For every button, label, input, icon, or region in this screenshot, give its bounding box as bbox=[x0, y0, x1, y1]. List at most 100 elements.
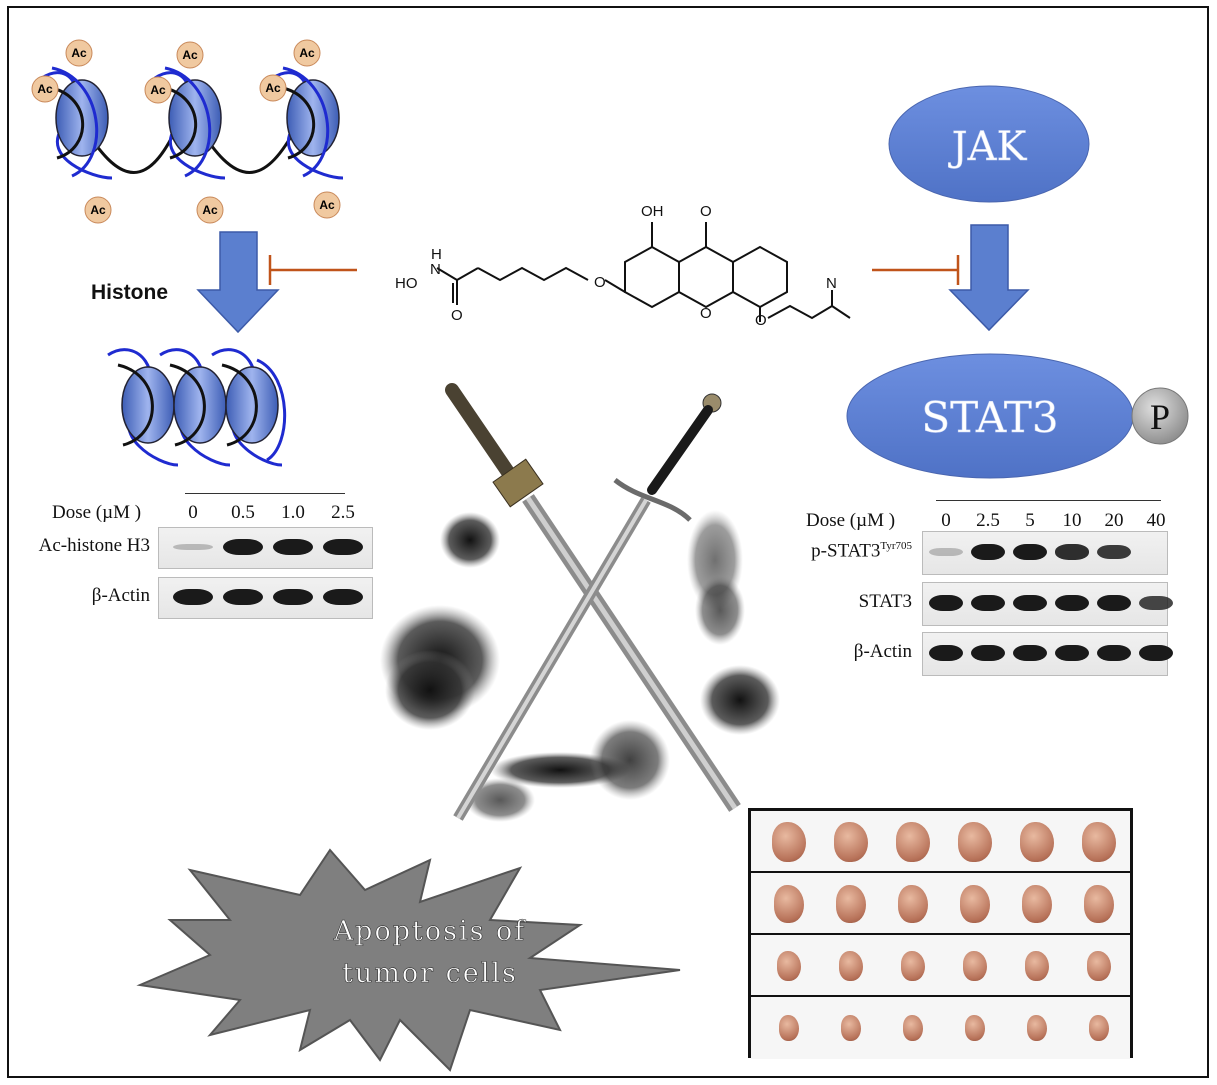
blot-band bbox=[223, 589, 263, 605]
svg-text:Ac: Ac bbox=[319, 198, 335, 212]
svg-text:N: N bbox=[430, 261, 441, 278]
blot-band bbox=[929, 645, 963, 661]
tumor-specimen bbox=[1027, 1015, 1047, 1041]
svg-text:HO: HO bbox=[395, 275, 418, 292]
dose-bracket-right bbox=[936, 500, 1161, 501]
tumor-photo-panel bbox=[748, 808, 1133, 1059]
dose-bracket-left bbox=[185, 493, 345, 494]
apoptosis-line1: Apoptosis of bbox=[333, 916, 527, 947]
jak-label: JAK bbox=[948, 124, 1028, 170]
tumor-specimen bbox=[896, 822, 930, 862]
nucleosome bbox=[154, 66, 226, 180]
dose-value: 10 bbox=[1062, 510, 1082, 531]
nucleosome bbox=[272, 66, 344, 180]
blot-row-label: p-STAT3Tyr705 bbox=[811, 540, 912, 562]
stat3-label: STAT3 bbox=[921, 393, 1058, 442]
blot-band bbox=[1013, 645, 1047, 661]
blot-band bbox=[1097, 544, 1131, 560]
blot-row-label: STAT3 bbox=[859, 591, 912, 613]
blot-band bbox=[1055, 595, 1089, 611]
svg-text:Ac: Ac bbox=[71, 46, 87, 60]
blot-row-label: β-Actin bbox=[92, 585, 150, 607]
histone-title: Histone bbox=[91, 281, 169, 304]
outer-border bbox=[7, 6, 1209, 1078]
svg-text:O: O bbox=[594, 274, 606, 291]
svg-text:Ac: Ac bbox=[150, 83, 166, 97]
svg-text:O: O bbox=[451, 307, 463, 324]
blot-band bbox=[1055, 544, 1089, 560]
tumor-specimen bbox=[958, 822, 992, 862]
svg-text:Ac: Ac bbox=[182, 48, 198, 62]
jak-ellipse bbox=[888, 85, 1090, 203]
svg-text:Ac: Ac bbox=[202, 203, 218, 217]
inhibit-mark-stat3 bbox=[872, 255, 960, 285]
deacetylated-nucleosomes bbox=[107, 348, 287, 467]
blot-row-label-sup: Tyr705 bbox=[880, 540, 912, 552]
tumor-specimen bbox=[901, 951, 925, 981]
blot-band bbox=[1097, 595, 1131, 611]
tumor-specimen bbox=[1025, 951, 1049, 981]
dose-label-left: Dose (µM ) bbox=[52, 502, 142, 523]
down-arrow-stat3 bbox=[948, 224, 1030, 332]
tumor-specimen bbox=[1022, 885, 1052, 923]
dose-value: 0 bbox=[188, 502, 198, 523]
dose-value: 2.5 bbox=[976, 510, 1000, 531]
phosphate-label: P bbox=[1150, 397, 1170, 437]
down-arrow-histone bbox=[196, 231, 280, 334]
blot-band bbox=[971, 595, 1005, 611]
svg-text:N: N bbox=[826, 275, 837, 292]
svg-text:Ac: Ac bbox=[37, 82, 53, 96]
blot-band bbox=[1097, 645, 1131, 661]
tumor-specimen bbox=[903, 1015, 923, 1041]
blot-row-label: β-Actin bbox=[854, 641, 912, 663]
tumor-specimen bbox=[839, 951, 863, 981]
dose-value: 2.5 bbox=[331, 502, 355, 523]
blot-band bbox=[929, 595, 963, 611]
inhibit-mark-histone bbox=[268, 255, 357, 285]
blot-band bbox=[971, 645, 1005, 661]
blot-row-label-text: p-STAT3 bbox=[811, 540, 881, 562]
tumor-specimen bbox=[965, 1015, 985, 1041]
blot-band bbox=[323, 539, 363, 555]
tumor-specimen bbox=[1089, 1015, 1109, 1041]
svg-text:Ac: Ac bbox=[265, 81, 281, 95]
tumor-row bbox=[751, 873, 1130, 935]
apoptosis-line2: tumor cells bbox=[342, 958, 518, 989]
tumor-specimen bbox=[772, 822, 806, 862]
blot-row-label-text: STAT3 bbox=[858, 591, 912, 612]
blot-row-label: Ac-histone H3 bbox=[39, 535, 150, 557]
dose-value: 1.0 bbox=[281, 502, 305, 523]
dose-value: 40 bbox=[1146, 510, 1166, 531]
acetylated-nucleosome-chain: Ac Ac Ac Ac Ac Ac Ac Ac Ac bbox=[31, 39, 344, 224]
blot-band bbox=[1055, 645, 1089, 661]
tumor-specimen bbox=[774, 885, 804, 923]
blot-band bbox=[1139, 645, 1173, 661]
tumor-specimen bbox=[836, 885, 866, 923]
svg-text:Ac: Ac bbox=[299, 46, 315, 60]
dose-value: 20 bbox=[1104, 510, 1124, 531]
tumor-specimen bbox=[841, 1015, 861, 1041]
blot-row-label-text: Ac-histone H3 bbox=[38, 535, 150, 556]
blot-band bbox=[273, 539, 313, 555]
blot-band bbox=[1013, 544, 1047, 560]
crossed-swords-illustration bbox=[380, 383, 780, 822]
tumor-specimen bbox=[963, 951, 987, 981]
svg-text:O: O bbox=[700, 305, 712, 322]
blot-band bbox=[1013, 595, 1047, 611]
svg-text:OH: OH bbox=[641, 203, 664, 220]
svg-text:O: O bbox=[755, 312, 767, 329]
blot-band bbox=[1139, 595, 1173, 611]
blot-row-label-text: β-Actin bbox=[853, 641, 912, 662]
tumor-specimen bbox=[779, 1015, 799, 1041]
tumor-specimen bbox=[1020, 822, 1054, 862]
apoptosis-starburst bbox=[136, 848, 681, 1072]
svg-text:H: H bbox=[431, 246, 442, 263]
dose-value: 5 bbox=[1025, 510, 1035, 531]
tumor-specimen bbox=[898, 885, 928, 923]
dose-value: 0 bbox=[941, 510, 951, 531]
tumor-row bbox=[751, 935, 1130, 997]
tumor-specimen bbox=[1084, 885, 1114, 923]
dose-value: 0.5 bbox=[231, 502, 255, 523]
blot-band bbox=[223, 539, 263, 555]
